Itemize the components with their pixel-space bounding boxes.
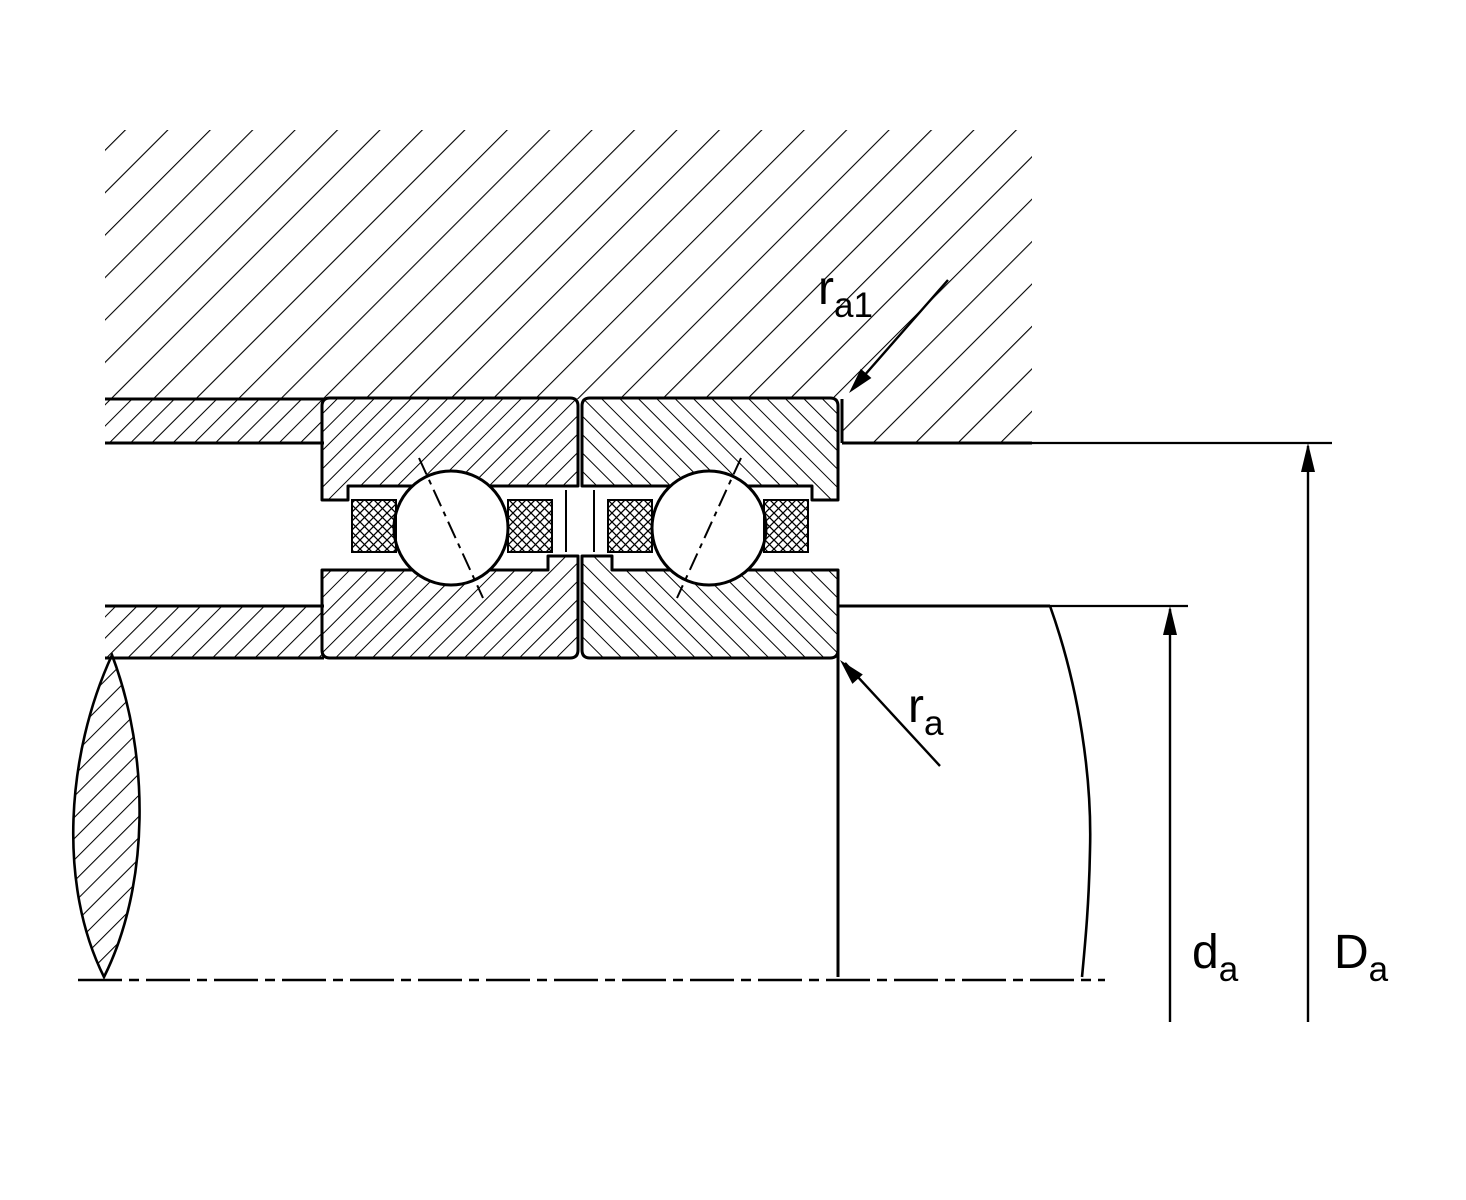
ra1-arrowhead-icon bbox=[849, 368, 872, 393]
housing-hatch-region bbox=[105, 130, 1032, 443]
label-ra1-base: r bbox=[818, 262, 834, 315]
label-da: da bbox=[1192, 926, 1239, 989]
ra-leader-line bbox=[844, 662, 941, 767]
dimensions bbox=[840, 279, 1332, 1022]
label-Da-base: D bbox=[1334, 926, 1369, 979]
label-da-sub: a bbox=[1219, 950, 1239, 989]
bearing-right bbox=[580, 396, 840, 660]
label-Da: Da bbox=[1334, 926, 1389, 989]
Da-arrowhead-icon bbox=[1301, 443, 1315, 472]
shaft-section bbox=[71, 604, 1092, 980]
inner-ring-right bbox=[580, 554, 840, 660]
contact-angle-line-right bbox=[676, 457, 742, 599]
contact-angle-line-left bbox=[418, 457, 484, 599]
shaft-break-curve bbox=[1048, 605, 1092, 978]
ra1-leader-line bbox=[855, 279, 949, 386]
cage-left-inboard bbox=[507, 499, 553, 553]
label-ra: ra bbox=[908, 680, 944, 743]
outer-ring-left bbox=[320, 396, 580, 502]
label-da-base: d bbox=[1192, 926, 1219, 979]
outer-ring-right bbox=[580, 396, 840, 502]
label-ra1: ra1 bbox=[818, 262, 873, 325]
label-ra-sub: a bbox=[924, 704, 944, 743]
bearing-left bbox=[320, 396, 580, 660]
da-arrowhead-icon bbox=[1163, 606, 1177, 635]
ra-arrowhead-icon bbox=[840, 660, 863, 684]
cage-left-outboard bbox=[351, 499, 397, 553]
shaft-break-section bbox=[71, 651, 141, 980]
labels: ra1 ra da Da bbox=[818, 262, 1389, 989]
cage-right-outboard bbox=[763, 499, 809, 553]
label-Da-sub: a bbox=[1369, 950, 1389, 989]
cage-right-inboard bbox=[607, 499, 653, 553]
inner-ring-left bbox=[320, 554, 580, 660]
label-ra1-sub: a1 bbox=[834, 286, 873, 325]
label-ra-base: r bbox=[908, 680, 924, 733]
housing-section bbox=[105, 130, 1032, 445]
housing-shoulder-band bbox=[105, 400, 323, 443]
shaft-shoulder-band bbox=[105, 607, 323, 657]
